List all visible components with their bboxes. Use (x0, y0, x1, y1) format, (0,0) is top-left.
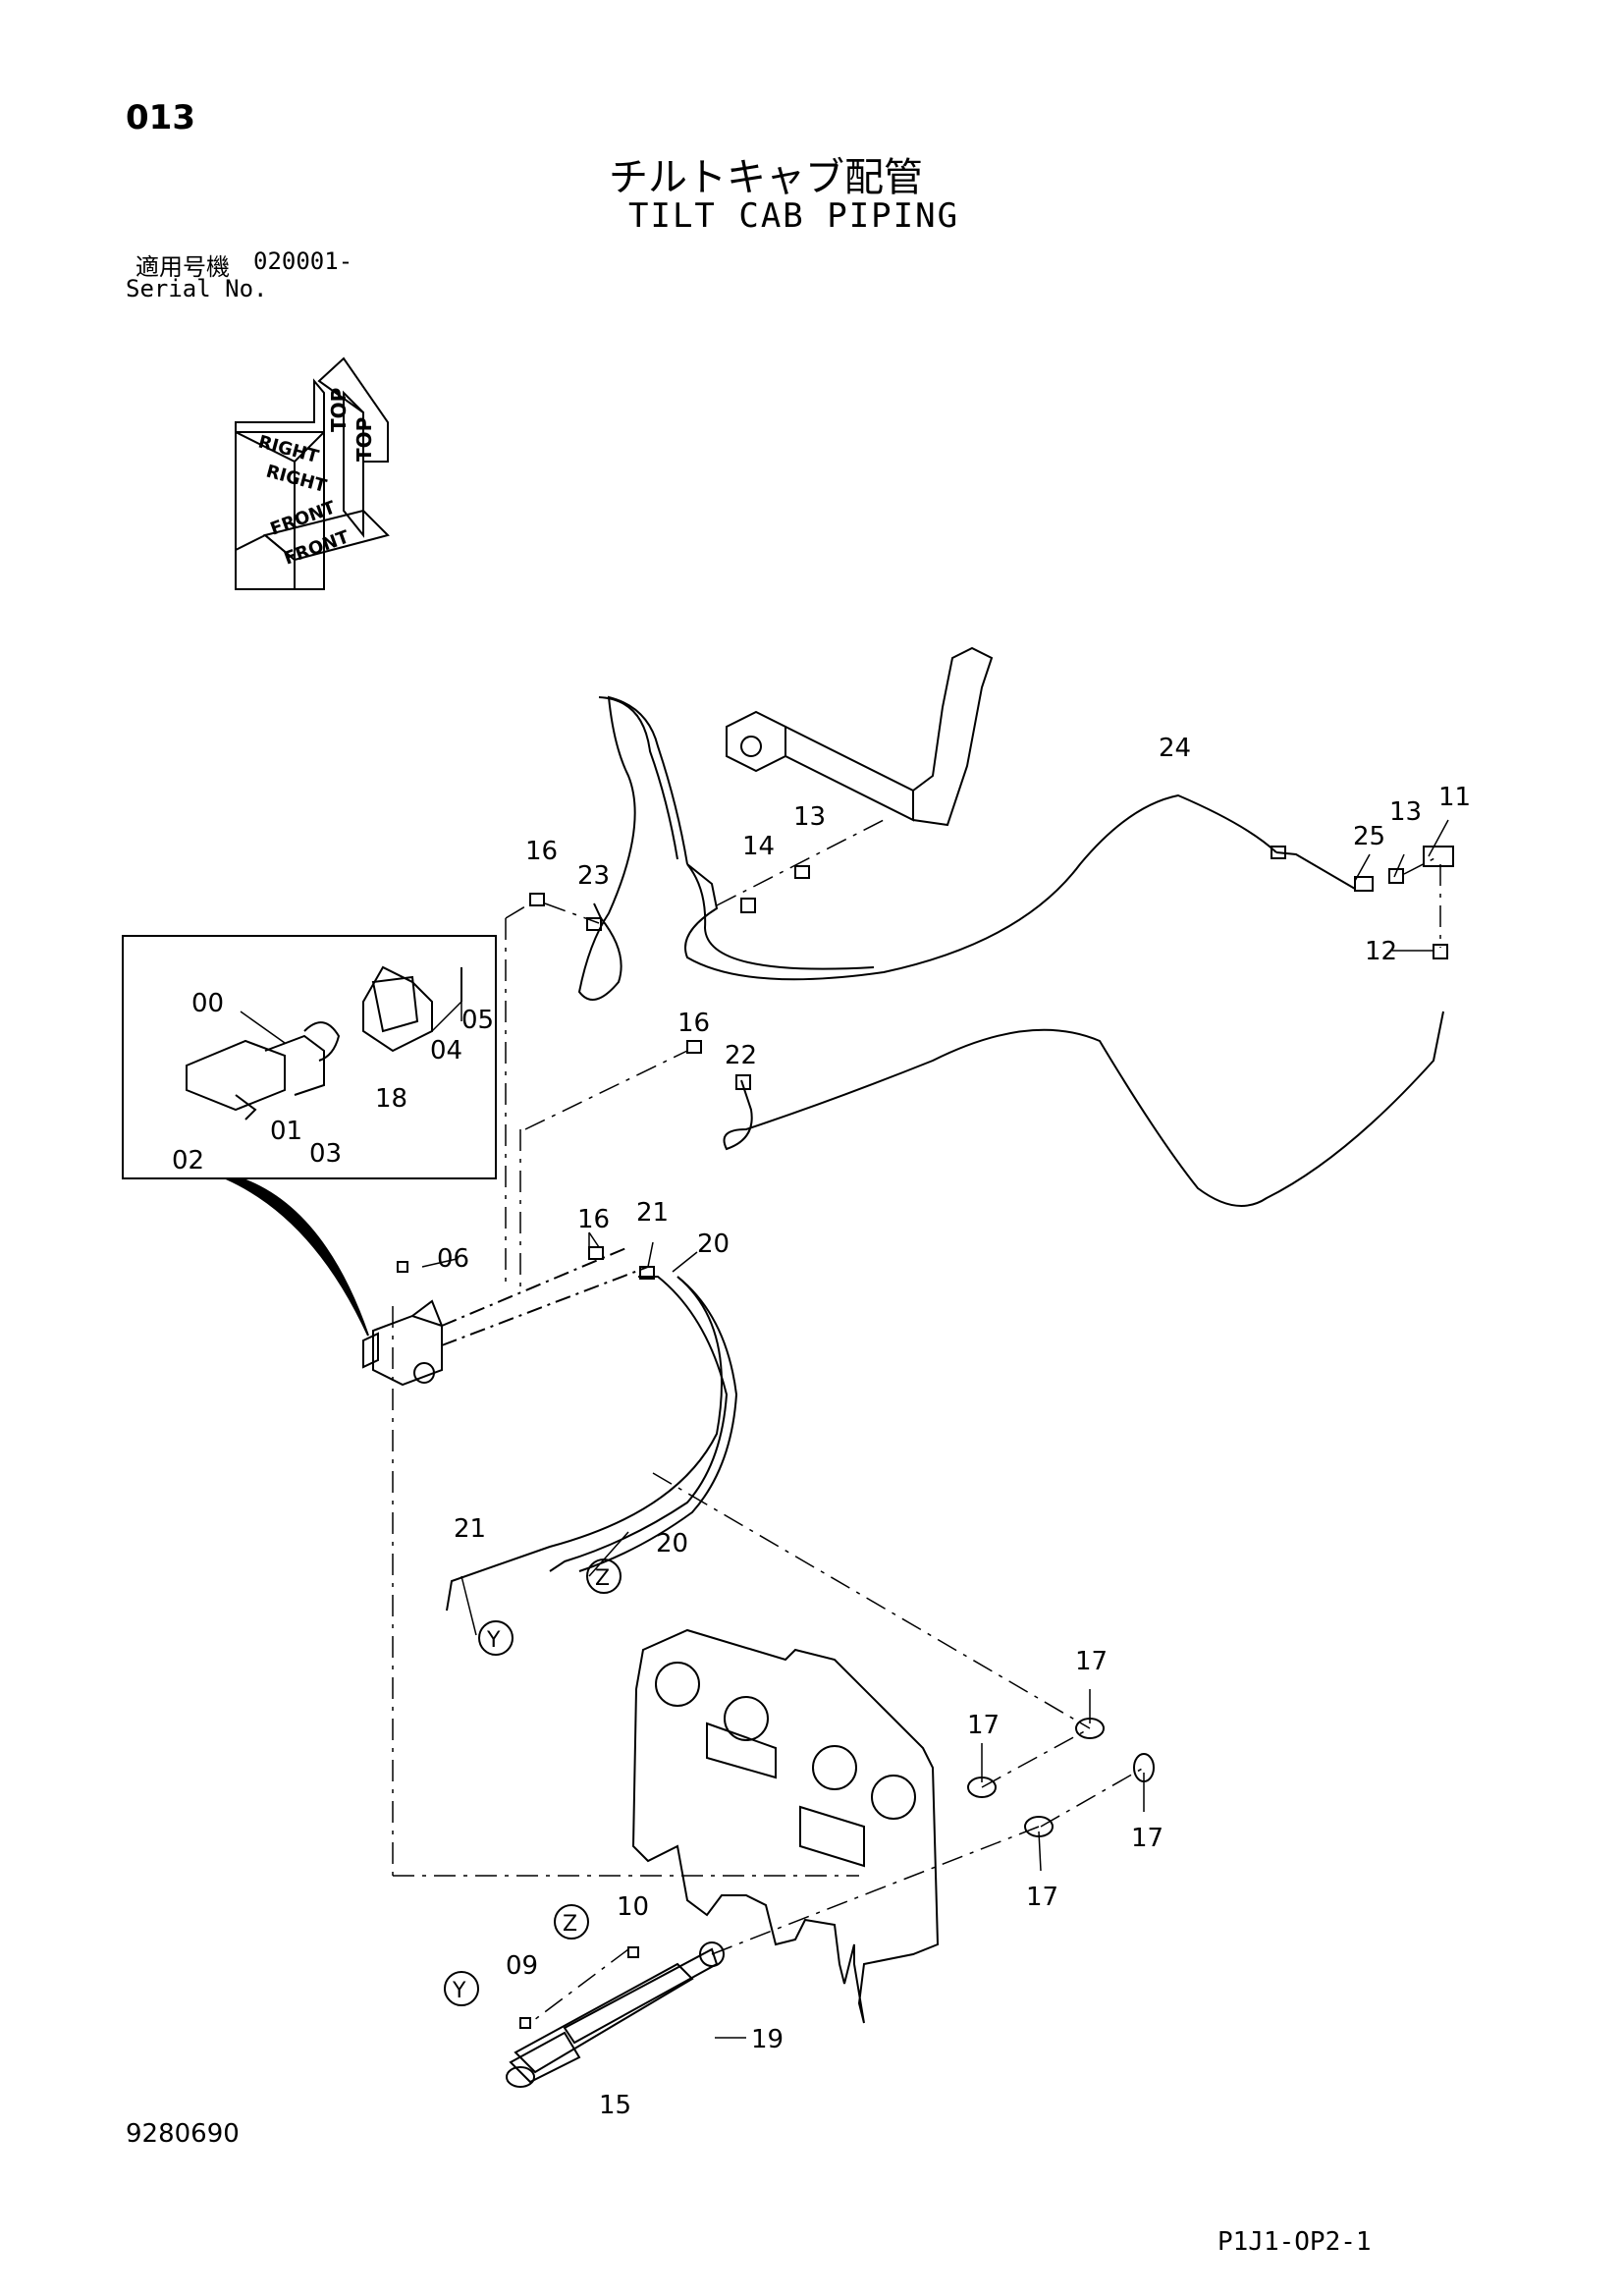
callout-17d: 17 (1026, 1883, 1058, 1912)
page-number: 013 (126, 98, 195, 137)
upper-pipe-assembly (726, 646, 994, 827)
hydraulic-cylinder (506, 1941, 725, 2088)
callout-17c: 17 (1131, 1824, 1163, 1853)
serial-label-japanese: 適用号機 (135, 253, 230, 281)
callout-16b: 16 (677, 1009, 710, 1038)
callout-03: 03 (309, 1139, 342, 1169)
callout-21a: 21 (636, 1198, 669, 1228)
callout-leaders (240, 819, 1449, 2039)
reference-letter-z-2: Z (563, 1912, 577, 1937)
callout-15: 15 (599, 2091, 631, 2120)
reference-letter-z-1: Z (595, 1566, 610, 1591)
callout-17a: 17 (1075, 1647, 1108, 1676)
serial-label-english: Serial No. (126, 275, 268, 302)
callout-06: 06 (437, 1244, 469, 1274)
callout-02: 02 (172, 1146, 204, 1175)
serial-number: 020001- (253, 247, 353, 275)
callout-25: 25 (1353, 822, 1385, 851)
inset-detail (122, 935, 497, 1179)
solenoid-valve (362, 1246, 649, 1387)
callout-11: 11 (1438, 783, 1471, 812)
hose-24 (684, 793, 1356, 981)
callout-24: 24 (1159, 734, 1191, 763)
callout-16c: 16 (577, 1205, 610, 1234)
orientation-icon: TOP TOP RIGHT RIGHT FRONT FRONT (235, 356, 390, 590)
callout-19: 19 (751, 2025, 784, 2054)
reference-circle-y-2 (444, 1971, 479, 2006)
callout-00: 00 (191, 989, 224, 1018)
callout-10: 10 (617, 1892, 649, 1922)
orientation-label-top-2: TOP (352, 417, 376, 462)
reference-circle-z-2 (554, 1904, 589, 1940)
phantom-lines (392, 819, 1441, 2024)
hose-23 (577, 695, 688, 1001)
callout-09: 09 (506, 1951, 538, 1981)
callout-16a: 16 (525, 837, 558, 866)
callout-21b: 21 (454, 1514, 486, 1544)
callout-14: 14 (742, 832, 775, 861)
reference-letter-y-2: Y (452, 1979, 466, 2003)
callout-18: 18 (375, 1084, 407, 1114)
orientation-label-top-1: TOP (327, 388, 351, 432)
callout-13b: 13 (1389, 797, 1422, 827)
callout-05: 05 (461, 1006, 494, 1035)
hoses-20-21 (446, 1276, 738, 1612)
hose-22 (723, 1011, 1444, 1207)
drawing-number: 9280690 (126, 2119, 240, 2149)
callout-22: 22 (725, 1041, 757, 1070)
fittings (397, 846, 1454, 2029)
inset-leader-wedge (225, 1177, 369, 1337)
reference-circle-y-1 (478, 1620, 514, 1656)
reference-circle-z-1 (586, 1558, 622, 1594)
title-english: TILT CAB PIPING (628, 196, 960, 236)
callout-01: 01 (270, 1117, 302, 1146)
callout-20a: 20 (697, 1230, 730, 1259)
reference-letter-y-1: Y (486, 1628, 501, 1653)
page-code: P1J1-OP2-1 (1217, 2227, 1372, 2257)
callout-23: 23 (577, 861, 610, 891)
callout-04: 04 (430, 1036, 462, 1066)
callout-12: 12 (1365, 937, 1397, 966)
cab-frame (631, 1628, 940, 2024)
callout-13a: 13 (793, 802, 826, 832)
callout-20b: 20 (656, 1529, 688, 1558)
title-japanese: チルトキャブ配管 (609, 155, 923, 200)
callout-17b: 17 (967, 1711, 1000, 1740)
